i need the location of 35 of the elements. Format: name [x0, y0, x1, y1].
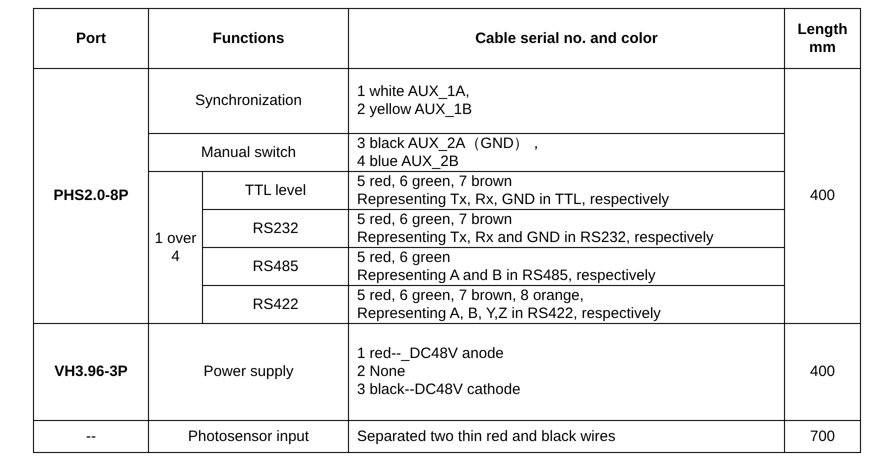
cell-text: Representing Tx, Rx, GND in TTL, respectively	[357, 190, 670, 208]
column-header: Functions	[212, 30, 286, 48]
column-header: Cable serial no. and color	[474, 30, 659, 48]
cell-text: 5 red, 6 green, 7 brown	[357, 172, 514, 190]
cell-text: 2 yellow AUX_1B	[357, 101, 474, 119]
cell-text: PHS2.0-8P	[52, 187, 130, 205]
cell-text: TTL level	[244, 182, 308, 200]
cell-text: 3 black--DC48V cathode	[357, 381, 522, 399]
cell-text: RS485	[252, 258, 300, 276]
cell-text: 4 blue AUX_2B	[357, 152, 460, 170]
cell-text: 1 red--_DC48V anode	[357, 345, 505, 363]
cell-text: 5 red, 6 green, 7 brown, 8 orange,	[357, 286, 585, 304]
cell-text: 400	[808, 187, 836, 205]
cell-text: RS232	[252, 220, 300, 238]
cell-text: Representing A, B, Y,Z in RS422, respectively	[357, 304, 662, 322]
cell-text: 1 over 4	[154, 230, 198, 266]
cell-text: 5 red, 6 green	[357, 248, 452, 266]
cell-text: 2 None	[357, 363, 406, 381]
cell-text: 700	[808, 428, 836, 446]
column-header: Length mm	[796, 20, 848, 56]
column-header: Port	[75, 30, 107, 48]
cell-text: Separated two thin red and black wires	[357, 428, 616, 446]
cell-text: RS422	[252, 296, 300, 314]
cell-text: Manual switch	[200, 144, 298, 162]
cell-text: Synchronization	[194, 92, 303, 110]
cell-text: 400	[808, 363, 836, 381]
cell-text: VH3.96-3P	[53, 363, 129, 381]
cell-text: Power supply	[202, 363, 295, 381]
cell-text: 5 red, 6 green, 7 brown	[357, 210, 514, 228]
cell-text: --	[85, 428, 97, 446]
cell-text: Representing Tx, Rx and GND in RS232, respectively	[357, 228, 715, 246]
cell-text: Representing A and B in RS485, respectively	[357, 266, 657, 284]
cell-text: 3 black AUX_2A（GND），	[357, 134, 545, 152]
cell-text: 1 white AUX_1A,	[357, 83, 471, 101]
cell-text: Photosensor input	[187, 428, 310, 446]
